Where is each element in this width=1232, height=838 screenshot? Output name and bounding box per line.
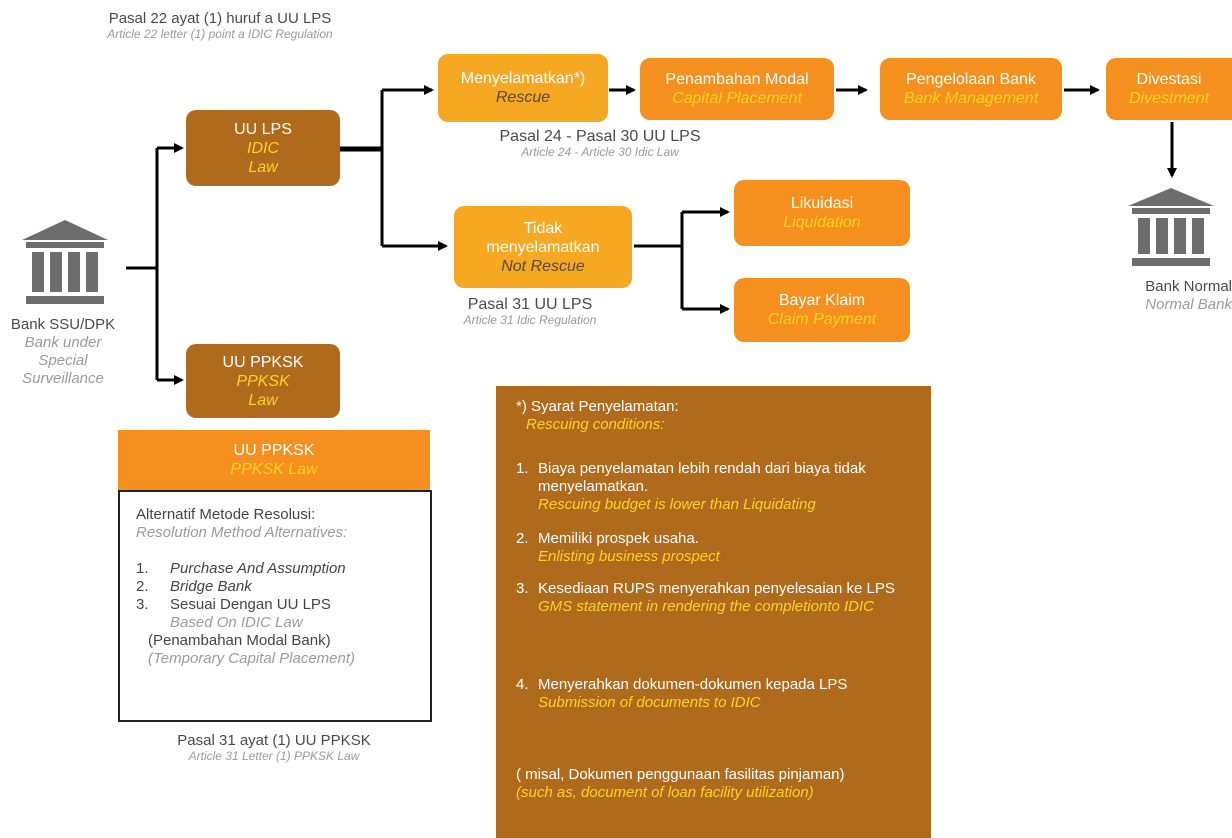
condition-item: 1. Biaya penyelamatan lebih rendah dari …	[516, 460, 916, 514]
not-rescue-note: Pasal 31 UU LPS Article 31 Idic Regulati…	[420, 296, 640, 328]
not-rescue-box: Tidak menyelamatkan Not Rescue	[454, 206, 632, 288]
not-rescue-note-sublabel: Article 31 Idic Regulation	[463, 313, 597, 327]
law-note: Pasal 22 ayat (1) huruf a UU LPS Article…	[100, 10, 340, 42]
resolution-header: UU PPKSK PPKSK Law	[118, 430, 430, 490]
resolution-extra: (Penambahan Modal Bank)	[148, 632, 331, 649]
normal-bank-label: Bank Normal	[1145, 278, 1232, 295]
uu-ppksk-label: UU PPKSK	[222, 353, 304, 371]
divest-sublabel: Divestment	[1128, 90, 1210, 107]
resolution-footer-label: Pasal 31 ayat (1) UU PPKSK	[177, 732, 371, 749]
bank-building-icon	[1128, 186, 1214, 276]
conditions-footer-en: (such as, document of loan facility util…	[516, 784, 814, 801]
liquidation-label: Likuidasi	[790, 195, 854, 212]
rescue-box: Menyelamatkan*) Rescue	[438, 54, 608, 122]
condition-num: 4.	[516, 676, 529, 693]
bank-management-box: Pengelolaan Bank Bank Management	[880, 58, 1062, 120]
condition-item: 3. Kesediaan RUPS menyerahkan penyelesai…	[516, 580, 916, 616]
condition-num: 1.	[516, 460, 529, 477]
resolution-title: Alternatif Metode Resolusi:	[136, 506, 316, 523]
normal-bank-sublabel: Normal Bank	[1145, 296, 1232, 313]
not-rescue-note-label: Pasal 31 UU LPS	[467, 296, 593, 313]
conditions-title: *) Syarat Penyelamatan:	[516, 398, 679, 415]
rescue-sublabel: Rescue	[495, 89, 551, 106]
capital-label: Penambahan Modal	[665, 71, 809, 88]
condition-label: Memiliki prospek usaha.	[538, 530, 699, 547]
uu-lps-label: UU LPS	[234, 120, 292, 138]
resolution-footer: Pasal 31 ayat (1) UU PPKSK Article 31 Le…	[118, 732, 430, 764]
root-node: Bank SSU/DPK Bank under Special Surveill…	[0, 316, 126, 388]
normal-bank-node: Bank Normal Normal Bank	[1108, 278, 1232, 314]
capital-placement-box: Penambahan Modal Capital Placement	[640, 58, 834, 120]
resolution-methods-panel: Alternatif Metode Resolusi: Resolution M…	[118, 490, 432, 722]
conditions-title-en: Rescuing conditions:	[526, 416, 665, 433]
resolution-item-label: Purchase And Assumption	[170, 560, 346, 577]
condition-en: Rescuing budget is lower than Liquidatin…	[538, 496, 816, 513]
rescue-note-label: Pasal 24 - Pasal 30 UU LPS	[499, 128, 701, 145]
divestment-box: Divestasi Divestment	[1106, 58, 1232, 120]
not-rescue-sublabel: Not Rescue	[501, 257, 585, 275]
resolution-item-label: Bridge Bank	[170, 578, 252, 595]
resolution-item-num: 2.	[136, 578, 149, 595]
resolution-item: 2. Bridge Bank	[136, 578, 426, 596]
rescue-note: Pasal 24 - Pasal 30 UU LPS Article 24 - …	[440, 128, 760, 160]
resolution-item: 1. Purchase And Assumption	[136, 560, 426, 578]
law-note-sublabel: Article 22 letter (1) point a IDIC Regul…	[107, 27, 333, 41]
not-rescue-label: Tidak menyelamatkan	[486, 219, 600, 256]
resolution-head-sublabel: PPKSK Law	[230, 461, 318, 478]
liquidation-sublabel: Liquidation	[783, 214, 861, 231]
condition-label: Biaya penyelamatan lebih rendah dari bia…	[538, 460, 866, 495]
condition-en: GMS statement in rendering the completio…	[538, 598, 874, 615]
uu-lps-sublabel: IDIC Law	[247, 139, 279, 176]
condition-item: 4. Menyerahkan dokumen-dokumen kepada LP…	[516, 676, 916, 712]
root-sublabel: Bank under Special Surveillance	[22, 334, 104, 387]
conditions-footer: ( misal, Dokumen penggunaan fasilitas pi…	[516, 766, 845, 783]
resolution-item-sublabel: Based On IDIC Law	[170, 614, 303, 631]
condition-label: Kesediaan RUPS menyerahkan penyelesaian …	[538, 580, 895, 597]
condition-num: 3.	[516, 580, 529, 597]
condition-item: 2. Memiliki prospek usaha. Enlisting bus…	[516, 530, 916, 566]
liquidation-box: Likuidasi Liquidation	[734, 180, 910, 246]
resolution-title-en: Resolution Method Alternatives:	[136, 524, 348, 541]
management-label: Pengelolaan Bank	[906, 71, 1036, 88]
resolution-head-label: UU PPKSK	[233, 442, 315, 459]
divest-label: Divestasi	[1136, 71, 1202, 88]
uu-ppksk-box: UU PPKSK PPKSK Law	[186, 344, 340, 418]
rescue-conditions-panel: *) Syarat Penyelamatan: Rescuing conditi…	[496, 386, 931, 838]
resolution-item-num: 3.	[136, 596, 149, 613]
resolution-footer-en: Article 31 Letter (1) PPKSK Law	[188, 749, 360, 763]
bank-building-icon	[22, 218, 108, 314]
resolution-item-num: 1.	[136, 560, 149, 577]
management-sublabel: Bank Management	[903, 90, 1039, 107]
resolution-extra-en: (Temporary Capital Placement)	[148, 650, 356, 667]
claim-payment-box: Bayar Klaim Claim Payment	[734, 278, 910, 342]
claim-sublabel: Claim Payment	[767, 311, 877, 328]
root-label: Bank SSU/DPK	[10, 316, 116, 333]
condition-label: Menyerahkan dokumen-dokumen kepada LPS	[538, 676, 848, 693]
law-note-label: Pasal 22 ayat (1) huruf a UU LPS	[108, 10, 332, 27]
uu-lps-box: UU LPS IDIC Law	[186, 110, 340, 186]
resolution-item-label: Sesuai Dengan UU LPS	[170, 596, 331, 613]
capital-sublabel: Capital Placement	[672, 90, 802, 107]
condition-en: Enlisting business prospect	[538, 548, 720, 565]
resolution-item: 3. Sesuai Dengan UU LPS	[136, 596, 426, 614]
condition-en: Submission of documents to IDIC	[538, 694, 761, 711]
uu-ppksk-sublabel: PPKSK Law	[236, 372, 290, 409]
condition-num: 2.	[516, 530, 529, 547]
claim-label: Bayar Klaim	[778, 292, 866, 309]
rescue-label: Menyelamatkan*)	[460, 70, 586, 87]
rescue-note-sublabel: Article 24 - Article 30 Idic Law	[521, 145, 679, 159]
